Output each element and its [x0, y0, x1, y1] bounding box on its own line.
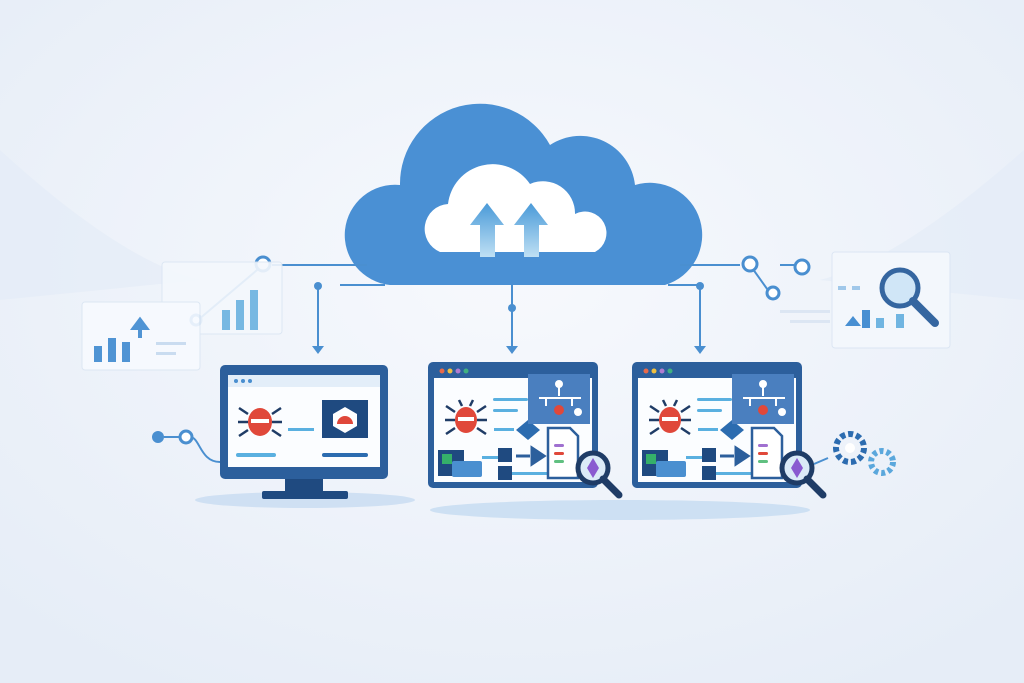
- upload-arrow: [514, 203, 548, 257]
- cloud-upload-icon: [344, 103, 703, 286]
- magnifier-icon: [879, 267, 939, 327]
- analytics-card: [780, 251, 951, 349]
- gear-icon: [813, 431, 896, 476]
- upload-arrow: [470, 203, 504, 257]
- bar-chart-icon: [81, 261, 283, 371]
- monitor-icon: [220, 365, 388, 499]
- browser-window-icon: [428, 362, 619, 495]
- bug-icon: [238, 406, 282, 438]
- browser-window-icon: [632, 362, 823, 495]
